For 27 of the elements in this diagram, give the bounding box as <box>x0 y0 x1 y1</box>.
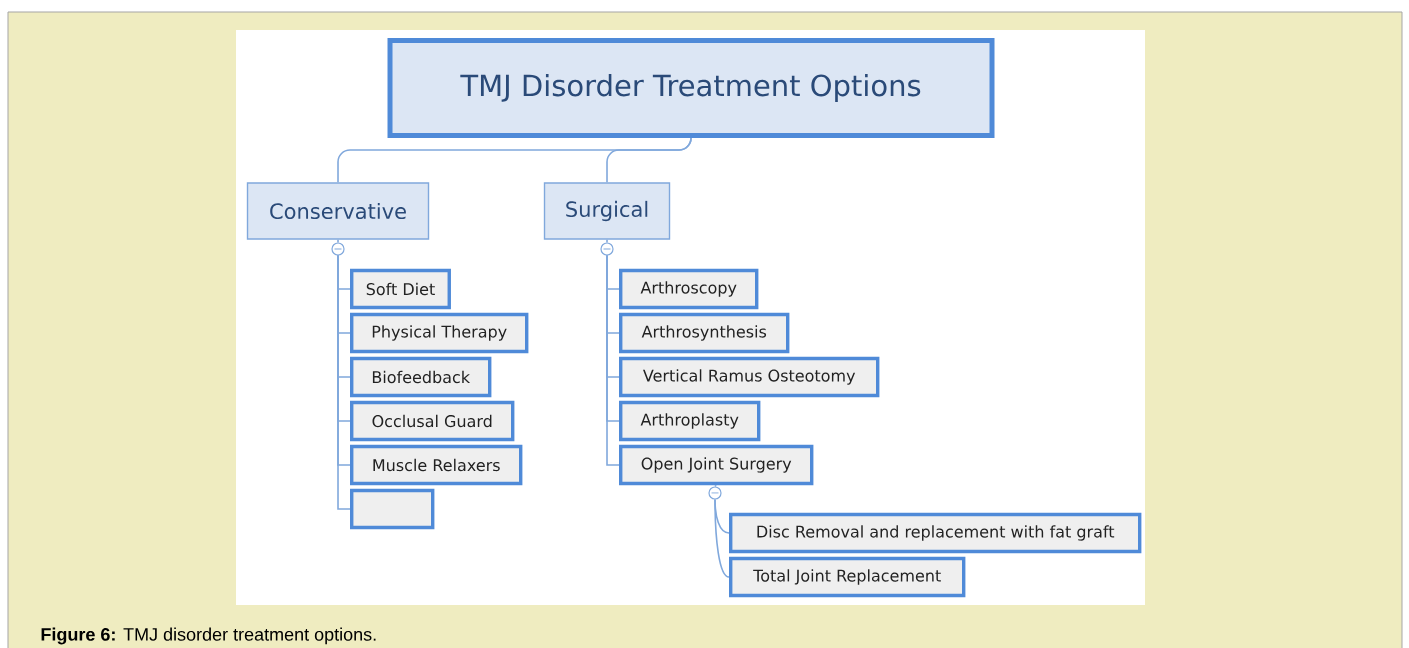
connector <box>606 254 620 466</box>
option-box: Total Joint Replacement <box>729 556 966 598</box>
connector <box>714 498 730 578</box>
collapse-toggle <box>331 242 345 256</box>
option-box: Physical Therapy <box>350 312 529 354</box>
connector <box>337 238 339 244</box>
option-box: Arthroscopy <box>619 268 759 310</box>
connector <box>714 484 717 488</box>
option-box: Occlusal Guard <box>350 400 515 442</box>
option-box: Vertical Ramus Osteotomy <box>619 356 880 398</box>
option-box: Biofeedback <box>350 356 492 398</box>
connector <box>337 254 351 510</box>
option-box: Soft Diet <box>350 268 451 310</box>
connector <box>606 137 692 184</box>
collapse-toggle <box>600 242 614 256</box>
title-box: TMJ Disorder Treatment Options <box>387 38 995 138</box>
collapse-toggle <box>708 486 722 500</box>
connector <box>606 238 608 244</box>
category-box: Surgical <box>543 182 671 240</box>
empty-box <box>350 488 435 530</box>
option-box: Arthroplasty <box>619 400 761 442</box>
option-box: Disc Removal and replacement with fat graft <box>729 512 1142 554</box>
caption: Figure 6: TMJ disorder treatment options. <box>41 627 376 645</box>
category-box: Conservative <box>246 182 430 240</box>
option-box: Arthrosynthesis <box>619 312 790 354</box>
option-box: Muscle Relaxers <box>350 444 523 486</box>
option-box: Open Joint Surgery <box>619 444 814 486</box>
